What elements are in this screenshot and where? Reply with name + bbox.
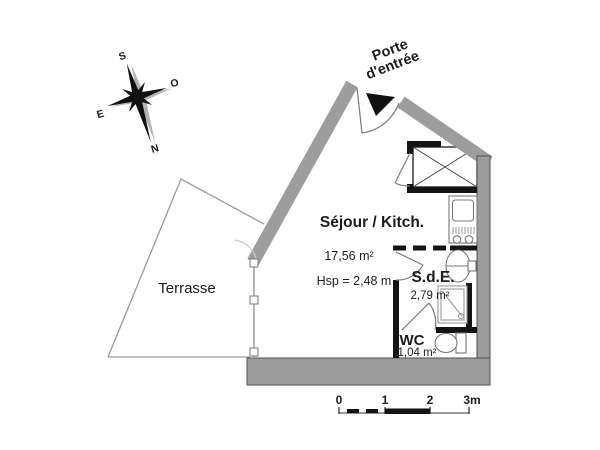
terrace-window <box>249 258 259 358</box>
sde-door <box>395 251 424 281</box>
compass-o-label: O <box>169 76 180 90</box>
wc-label: WC <box>400 332 425 349</box>
terrasse-label: Terrasse <box>158 280 216 297</box>
toilet <box>434 332 467 354</box>
terrace-outline <box>107 178 265 358</box>
scale-bar: 0 1 2 3m <box>336 393 481 414</box>
washbasin <box>445 249 477 283</box>
sejour-label: Séjour / Kitch. <box>320 214 424 231</box>
wc-door <box>401 302 437 331</box>
sde-area-label: 2,79 m² <box>411 290 450 302</box>
entrance-arrow-icon <box>366 93 395 116</box>
compass-e-label: E <box>95 108 105 122</box>
scale-label-1: 1 <box>382 393 389 407</box>
closet-wall-top <box>407 141 441 147</box>
wall-bottom <box>246 357 491 386</box>
sejour-area-label: 17,56 m² <box>324 249 373 263</box>
wc-area-label: 1,04 m² <box>398 347 437 359</box>
sde-wall-left <box>393 280 399 358</box>
closet-wall-bottom <box>407 187 477 193</box>
sde-duct-wall <box>466 283 472 329</box>
scale-label-3m: 3m <box>463 393 480 407</box>
interior-walls <box>393 141 477 358</box>
wc-wall-top <box>436 327 477 333</box>
entrance-door <box>356 87 400 134</box>
closet-door <box>394 152 411 187</box>
compass-n-label: N <box>150 142 161 156</box>
wall-right <box>476 155 491 386</box>
sejour-ceiling-height-label: Hsp = 2,48 m <box>317 274 392 288</box>
shower <box>437 285 468 324</box>
exterior-walls <box>246 80 493 386</box>
entrance-label: Porte d'entrée <box>364 36 422 83</box>
scale-label-2: 2 <box>427 393 434 407</box>
sde-label: S.d.E. <box>411 269 454 286</box>
wall-top-right-diagonal <box>397 96 493 168</box>
closet-wall-left-top <box>407 141 413 154</box>
compass-s-label: S <box>117 50 127 64</box>
scale-label-0: 0 <box>336 393 343 407</box>
compass-rose: S O E N <box>95 50 180 156</box>
wall-top-left-diagonal <box>247 80 358 266</box>
kitchenette <box>448 195 478 244</box>
